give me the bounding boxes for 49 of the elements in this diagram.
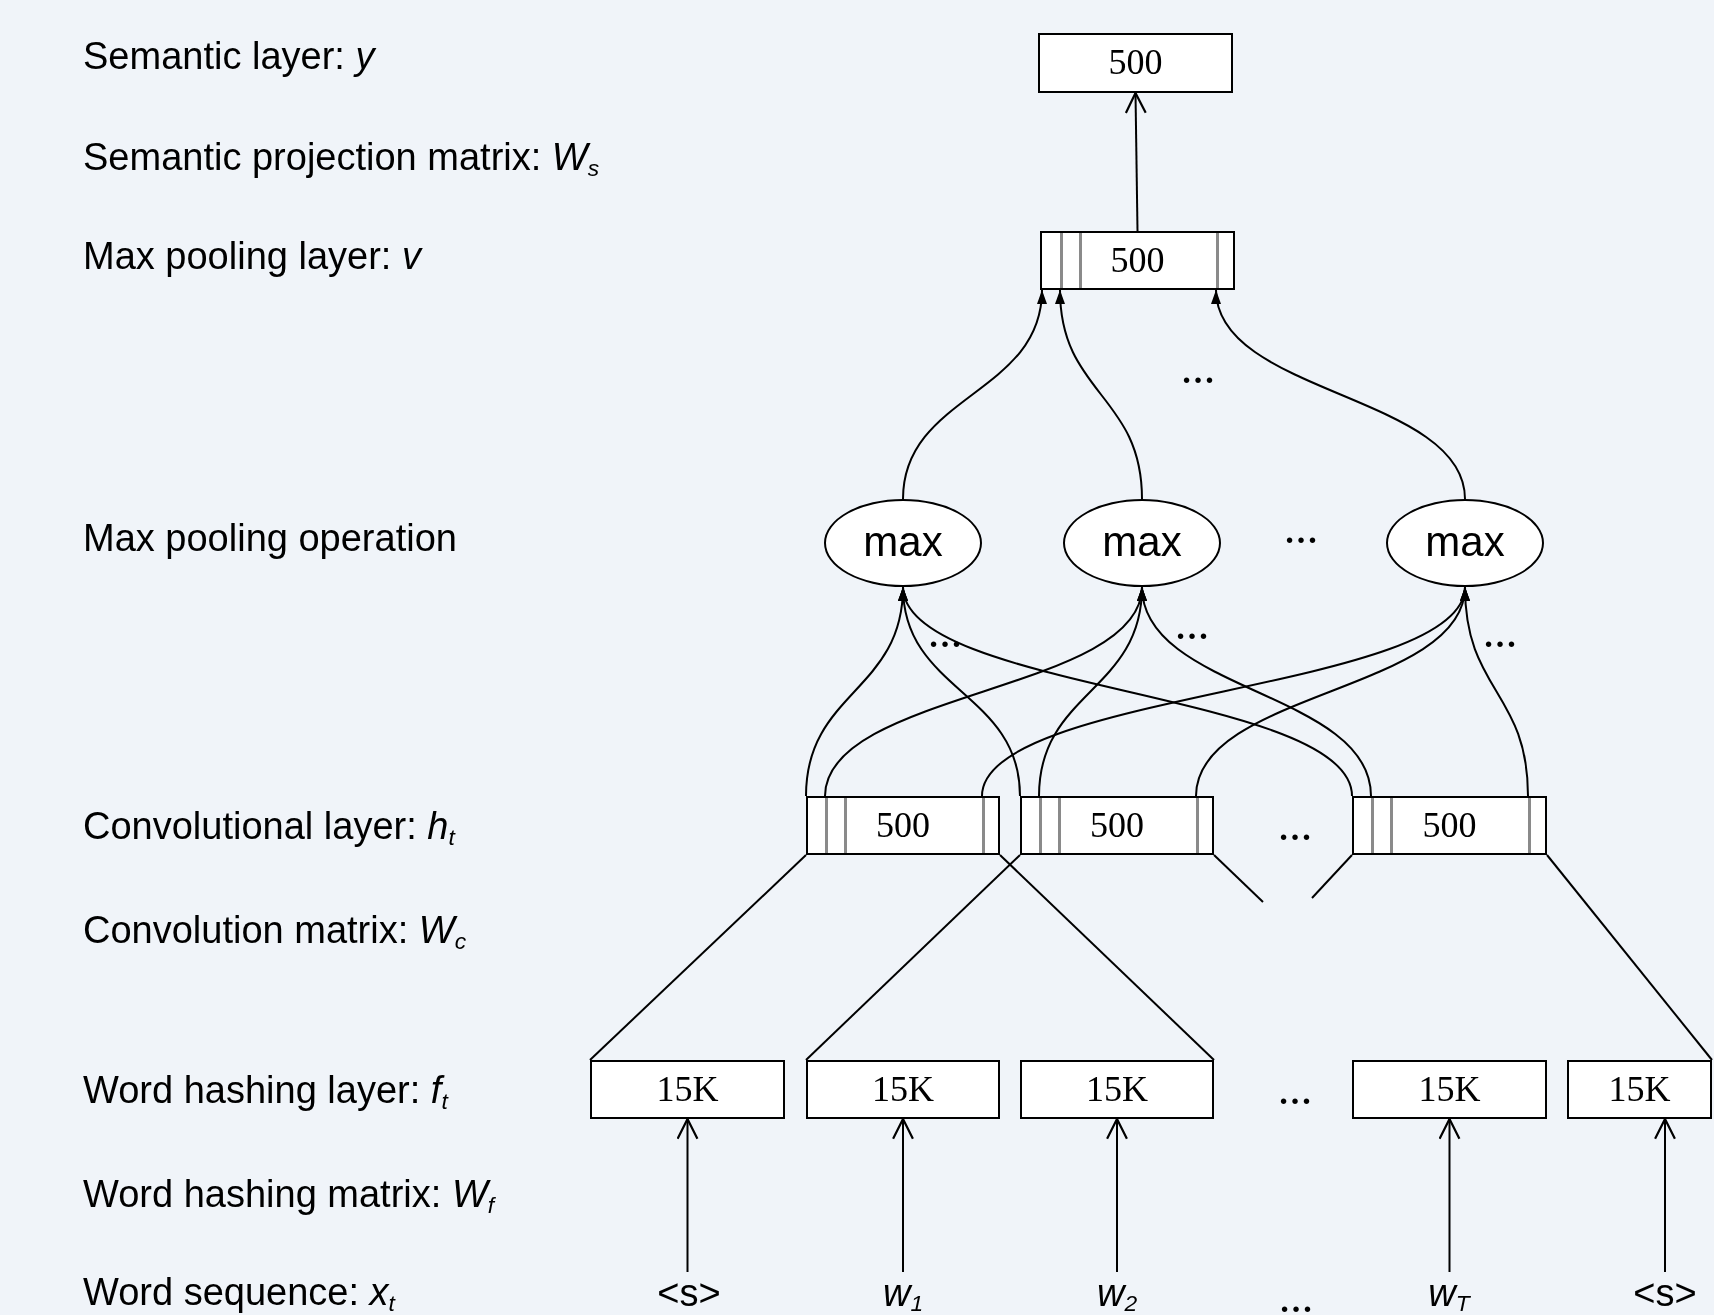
word-token: w$_{2}$ [1077, 1272, 1157, 1315]
arrow [1438, 1117, 1461, 1273]
ellipsis: … [1278, 812, 1312, 846]
layer-label: Convolutional layer: h$_{t}$ [83, 804, 455, 851]
connector-line [805, 854, 1021, 1061]
word-token: w$_{T}$ [1409, 1272, 1489, 1315]
arrow [1460, 586, 1529, 797]
layer-label: Semantic layer: y [83, 34, 375, 80]
layer-label: Word hashing layer: f$_{t}$ [83, 1068, 448, 1115]
connector-line [589, 854, 807, 1061]
vector-box: 500 [1040, 231, 1235, 290]
max-pool-ellipse: max [824, 499, 982, 587]
arrow [902, 289, 1046, 500]
layer-label: Semantic projection matrix: W$_{s}$ [83, 135, 600, 182]
layer-label: Max pooling layer: v [83, 234, 421, 280]
max-pool-ellipse: max [1063, 499, 1221, 587]
word-token: w$_{1}$ [863, 1272, 943, 1315]
vector-box: 500 [1352, 796, 1547, 855]
layer-box: 500 [1038, 33, 1233, 93]
layer-box: 15K [1020, 1060, 1214, 1119]
ellipsis: … [1483, 619, 1517, 653]
word-token: <s> [649, 1272, 729, 1315]
connector-line [1213, 854, 1264, 903]
layer-box: 15K [590, 1060, 785, 1119]
vector-box: 500 [1020, 796, 1214, 855]
arrow [676, 1117, 699, 1273]
arrow [1213, 289, 1466, 500]
layer-label: Word hashing matrix: W$_{f}$ [83, 1172, 495, 1219]
layer-label: Max pooling operation [83, 516, 457, 562]
connector-line [1546, 854, 1713, 1061]
layer-label: Word sequence: x$_{t}$ [83, 1270, 395, 1315]
arrow [1106, 1117, 1128, 1273]
arrow [1124, 91, 1147, 232]
connector-line [1311, 854, 1353, 899]
ellipsis: … [1284, 515, 1318, 549]
vector-box: 500 [806, 796, 1000, 855]
word-token: <s> [1625, 1272, 1705, 1315]
layer-box: 15K [1567, 1060, 1712, 1119]
ellipsis: … [1181, 355, 1215, 389]
connector-line [999, 854, 1215, 1061]
ellipsis: … [1278, 1076, 1312, 1110]
layer-box: 15K [806, 1060, 1000, 1119]
layer-box: 15K [1352, 1060, 1547, 1119]
arrow [892, 1117, 914, 1273]
arrow [1055, 289, 1143, 500]
max-pool-ellipse: max [1386, 499, 1544, 587]
ellipsis: … [1279, 1284, 1313, 1315]
arrow [1654, 1117, 1676, 1273]
layer-label: Convolution matrix: W$_{c}$ [83, 908, 467, 955]
